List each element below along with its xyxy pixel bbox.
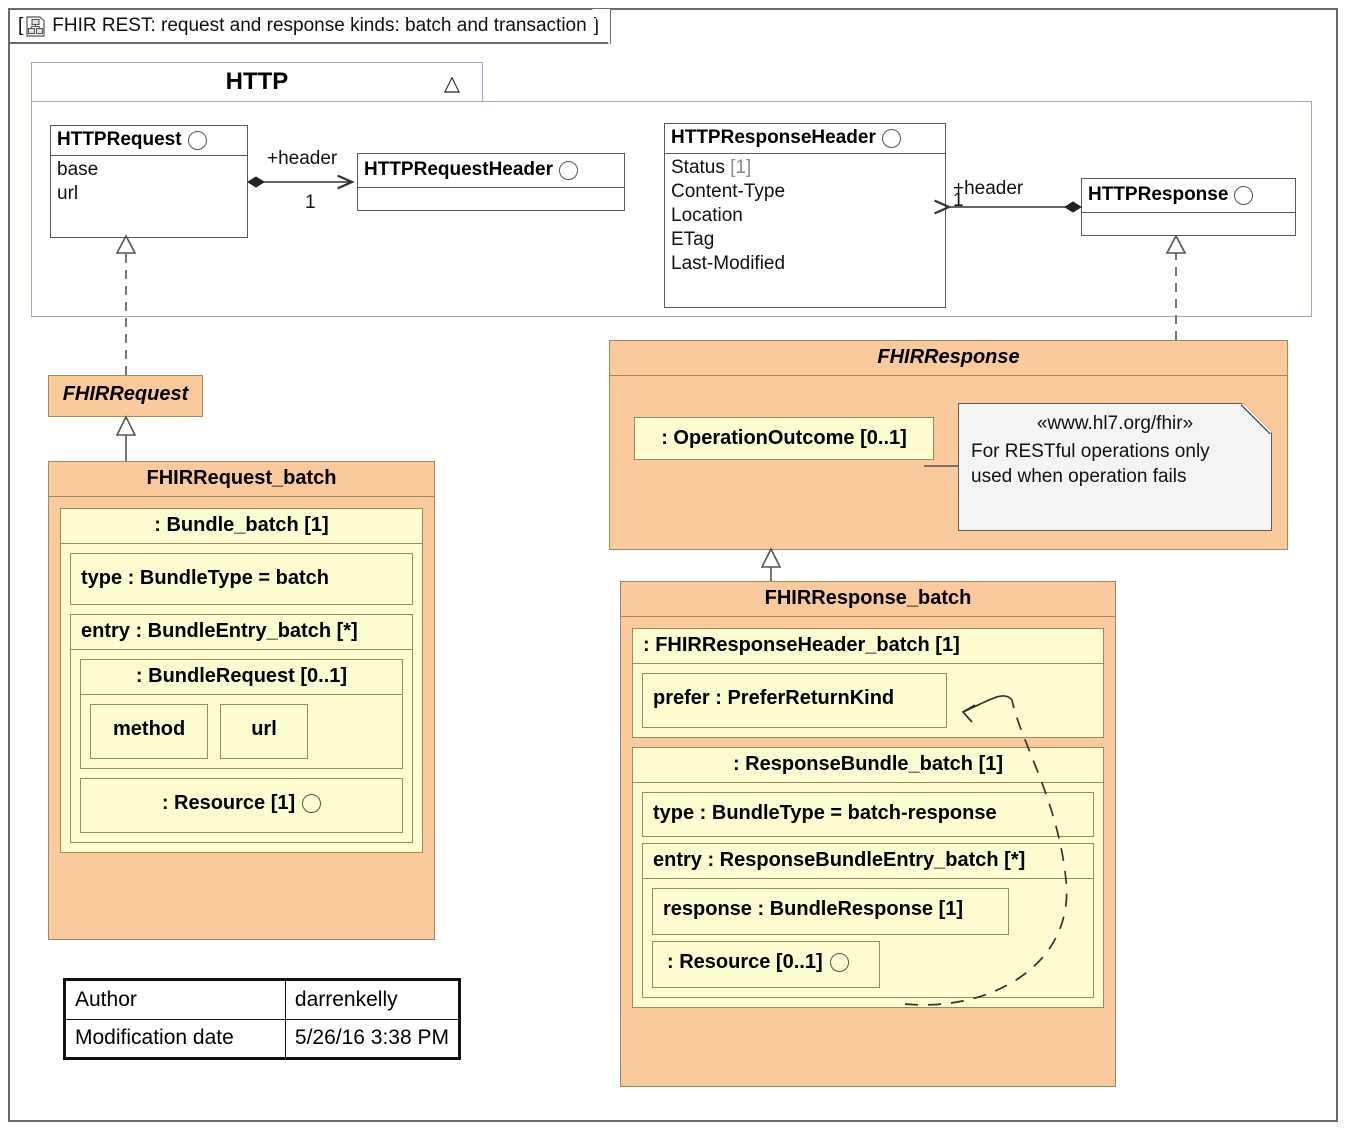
attribute-row: ETag xyxy=(671,228,715,250)
class-fhir-request-batch[interactable]: FHIRRequest_batch : Bundle_batch [1] typ… xyxy=(48,461,435,940)
bracket-close: ] xyxy=(593,15,599,36)
http-package-tab[interactable]: HTTP △ xyxy=(31,62,483,102)
part-response-resource[interactable]: : Resource [0..1] xyxy=(652,941,880,988)
metadata-key: Author xyxy=(65,980,286,1020)
part-operation-outcome[interactable]: : OperationOutcome [0..1] xyxy=(634,417,934,460)
table-row: Modification date 5/26/16 3:38 PM xyxy=(65,1018,460,1058)
interface-circle-icon xyxy=(187,130,207,150)
attribute-row: Location xyxy=(671,204,743,226)
part-bundle-batch[interactable]: : Bundle_batch [1] type : BundleType = b… xyxy=(60,508,423,853)
part-fhir-response-header-batch[interactable]: : FHIRResponseHeader_batch [1] prefer : … xyxy=(632,628,1104,738)
assoc-mult-response-header: 1 xyxy=(953,190,964,211)
class-name: FHIRResponse xyxy=(610,341,1287,376)
class-fhir-request[interactable]: FHIRRequest xyxy=(48,375,203,417)
field-label: type : BundleType = batch xyxy=(81,567,329,589)
class-name: HTTPResponse xyxy=(1088,184,1229,205)
attribute-list xyxy=(358,188,624,217)
metadata-value: 5/26/16 3:38 PM xyxy=(284,1018,460,1058)
note-line-2: used when operation fails xyxy=(971,465,1187,487)
class-http-response-header[interactable]: HTTPResponseHeader Status [1] Content-Ty… xyxy=(664,123,946,308)
part-name: entry : ResponseBundleEntry_batch [*] xyxy=(643,844,1093,879)
class-fhir-response-batch[interactable]: FHIRResponse_batch : FHIRResponseHeader_… xyxy=(620,581,1116,1087)
field-label: response : BundleResponse [1] xyxy=(663,898,964,920)
diagram-title-tab: [ FHIR REST: request and response kinds:… xyxy=(8,8,611,47)
note-line-1: For RESTful operations only xyxy=(971,441,1210,463)
attribute-row: Last-Modified xyxy=(671,252,786,274)
part-response-bundle-entry-batch[interactable]: entry : ResponseBundleEntry_batch [*] re… xyxy=(642,843,1094,998)
class-name-row: HTTPRequest xyxy=(51,126,247,156)
field-prefer[interactable]: prefer : PreferReturnKind xyxy=(642,673,947,728)
field-method[interactable]: method xyxy=(90,704,209,759)
class-name: HTTPResponseHeader xyxy=(671,127,876,148)
assoc-role-request-header: +header xyxy=(267,148,338,169)
attribute-list: base url xyxy=(51,156,247,211)
bracket-open: [ xyxy=(18,15,24,36)
attribute-row: base xyxy=(57,159,99,180)
part-name: : BundleRequest [0..1] xyxy=(81,660,402,695)
class-name: FHIRRequest_batch xyxy=(49,462,434,497)
metadata-key: Modification date xyxy=(65,1018,286,1058)
part-bundle-entry-batch[interactable]: entry : BundleEntry_batch [*] : BundleRe… xyxy=(70,614,413,843)
diagram-title-text: FHIR REST: request and response kinds: b… xyxy=(52,15,587,36)
metadata-value: darrenkelly xyxy=(284,980,460,1020)
part-resource[interactable]: : Resource [1] xyxy=(80,778,403,833)
part-body: type : BundleType = batch entry : Bundle… xyxy=(61,544,422,852)
class-name: HTTPRequest xyxy=(57,129,182,150)
table-row: Author darrenkelly xyxy=(65,980,460,1020)
class-http-request[interactable]: HTTPRequest base url xyxy=(50,125,248,238)
part-name: : Resource [0..1] xyxy=(667,951,823,973)
field-response-bundle-type[interactable]: type : BundleType = batch-response xyxy=(642,792,1094,837)
assoc-mult-request-header: 1 xyxy=(305,192,316,213)
part-name: : Bundle_batch [1] xyxy=(61,509,422,544)
part-name: : Resource [1] xyxy=(161,792,296,814)
field-label: prefer : PreferReturnKind xyxy=(653,687,895,709)
class-http-request-header[interactable]: HTTPRequestHeader xyxy=(357,153,625,211)
class-name-row: HTTPResponseHeader xyxy=(665,124,945,154)
class-name: HTTPRequestHeader xyxy=(364,159,553,180)
class-name-row: HTTPRequestHeader xyxy=(358,154,624,188)
class-name: FHIRResponse_batch xyxy=(621,582,1115,617)
interface-circle-icon xyxy=(829,953,849,972)
attribute-row: url xyxy=(57,182,79,204)
attribute-list: Status [1] Content-Type Location ETag La… xyxy=(665,154,945,281)
part-response-bundle-batch[interactable]: : ResponseBundle_batch [1] type : Bundle… xyxy=(632,747,1104,1008)
part-name-row: : Resource [0..1] xyxy=(653,942,879,987)
class-http-response[interactable]: HTTPResponse xyxy=(1081,178,1296,236)
metadata-table: Author darrenkelly Modification date 5/2… xyxy=(63,978,461,1060)
part-name: : ResponseBundle_batch [1] xyxy=(633,748,1103,783)
class-name: FHIRRequest xyxy=(62,383,189,405)
interface-circle-icon xyxy=(302,794,322,813)
part-body: method url xyxy=(81,695,402,768)
class-diagram-icon xyxy=(26,15,45,37)
field-label: type : BundleType = batch-response xyxy=(653,802,997,824)
attribute-label: Status xyxy=(671,157,725,178)
interface-circle-icon xyxy=(1234,185,1254,205)
part-name: : FHIRResponseHeader_batch [1] xyxy=(633,629,1103,664)
class-name-row: HTTPResponse xyxy=(1082,179,1295,213)
part-body: : BundleRequest [0..1] method url xyxy=(71,650,412,842)
attribute-list xyxy=(1082,213,1295,242)
field-label: url xyxy=(251,718,277,740)
attribute-row: Content-Type xyxy=(671,180,786,202)
part-body: type : BundleType = batch-response entry… xyxy=(633,783,1103,1007)
attribute-multiplicity: [1] xyxy=(730,157,752,178)
interface-circle-icon xyxy=(881,128,901,148)
expand-triangle-icon[interactable]: △ xyxy=(443,72,460,95)
part-body: prefer : PreferReturnKind xyxy=(633,664,1103,737)
attribute-row: Status [1] xyxy=(671,156,939,180)
part-name: : OperationOutcome [0..1] xyxy=(661,427,907,449)
note-stereotype: «www.hl7.org/fhir» xyxy=(1036,413,1194,434)
field-bundle-type[interactable]: type : BundleType = batch xyxy=(70,553,413,605)
field-url[interactable]: url xyxy=(220,704,308,759)
part-name: entry : BundleEntry_batch [*] xyxy=(71,615,412,650)
part-bundle-request[interactable]: : BundleRequest [0..1] method url xyxy=(80,659,403,769)
assoc-role-response-header: +header xyxy=(953,178,1024,199)
field-bundle-response[interactable]: response : BundleResponse [1] xyxy=(652,888,1009,935)
part-name-row: : Resource [1] xyxy=(81,779,402,832)
http-package-name: HTTP xyxy=(225,68,289,95)
part-body: response : BundleResponse [1] : Resource… xyxy=(643,879,1093,997)
field-label: method xyxy=(113,718,186,740)
note-fhir-spec: «www.hl7.org/fhir» For RESTful operation… xyxy=(958,403,1272,531)
interface-circle-icon xyxy=(559,160,578,180)
